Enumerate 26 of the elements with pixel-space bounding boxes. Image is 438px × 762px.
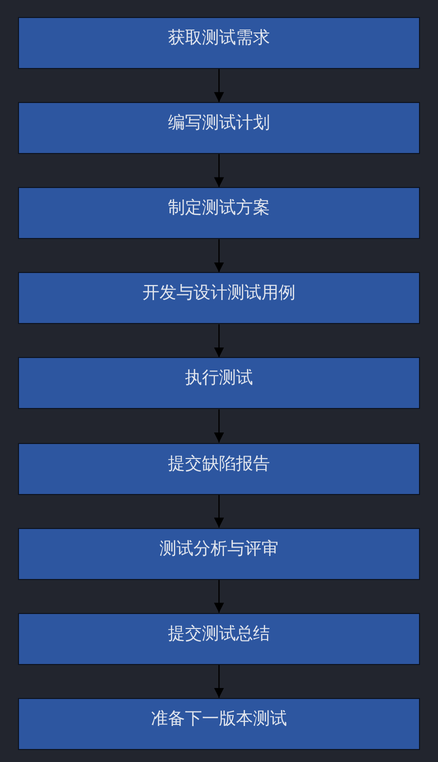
step-label: 编写测试计划 [167,112,271,134]
process-box [18,442,420,494]
step-label: 开发与设计测试用例 [142,282,296,304]
step-label: 获取测试需求 [167,27,271,49]
step-label: 提交测试总结 [167,622,271,645]
process-box [18,357,420,410]
arrow [214,664,224,698]
process-box [18,102,420,154]
arrow [214,494,224,528]
arrow [214,239,224,272]
step-label: 准备下一版本测试 [150,708,288,730]
process-box [18,17,420,69]
step-label: 制定测试方案 [167,197,271,220]
arrow [214,324,224,358]
arrow [214,154,224,188]
process-box [18,612,420,665]
process-box [18,698,420,750]
process-box [18,272,420,324]
process-box [18,528,420,580]
arrow [214,69,224,102]
step-label: 提交缺陷报告 [167,452,271,474]
step-label: 执行测试 [184,367,254,390]
step-label: 测试分析与评审 [158,538,280,560]
arrow [214,409,224,442]
arrow [214,580,224,613]
process-box [18,187,420,240]
